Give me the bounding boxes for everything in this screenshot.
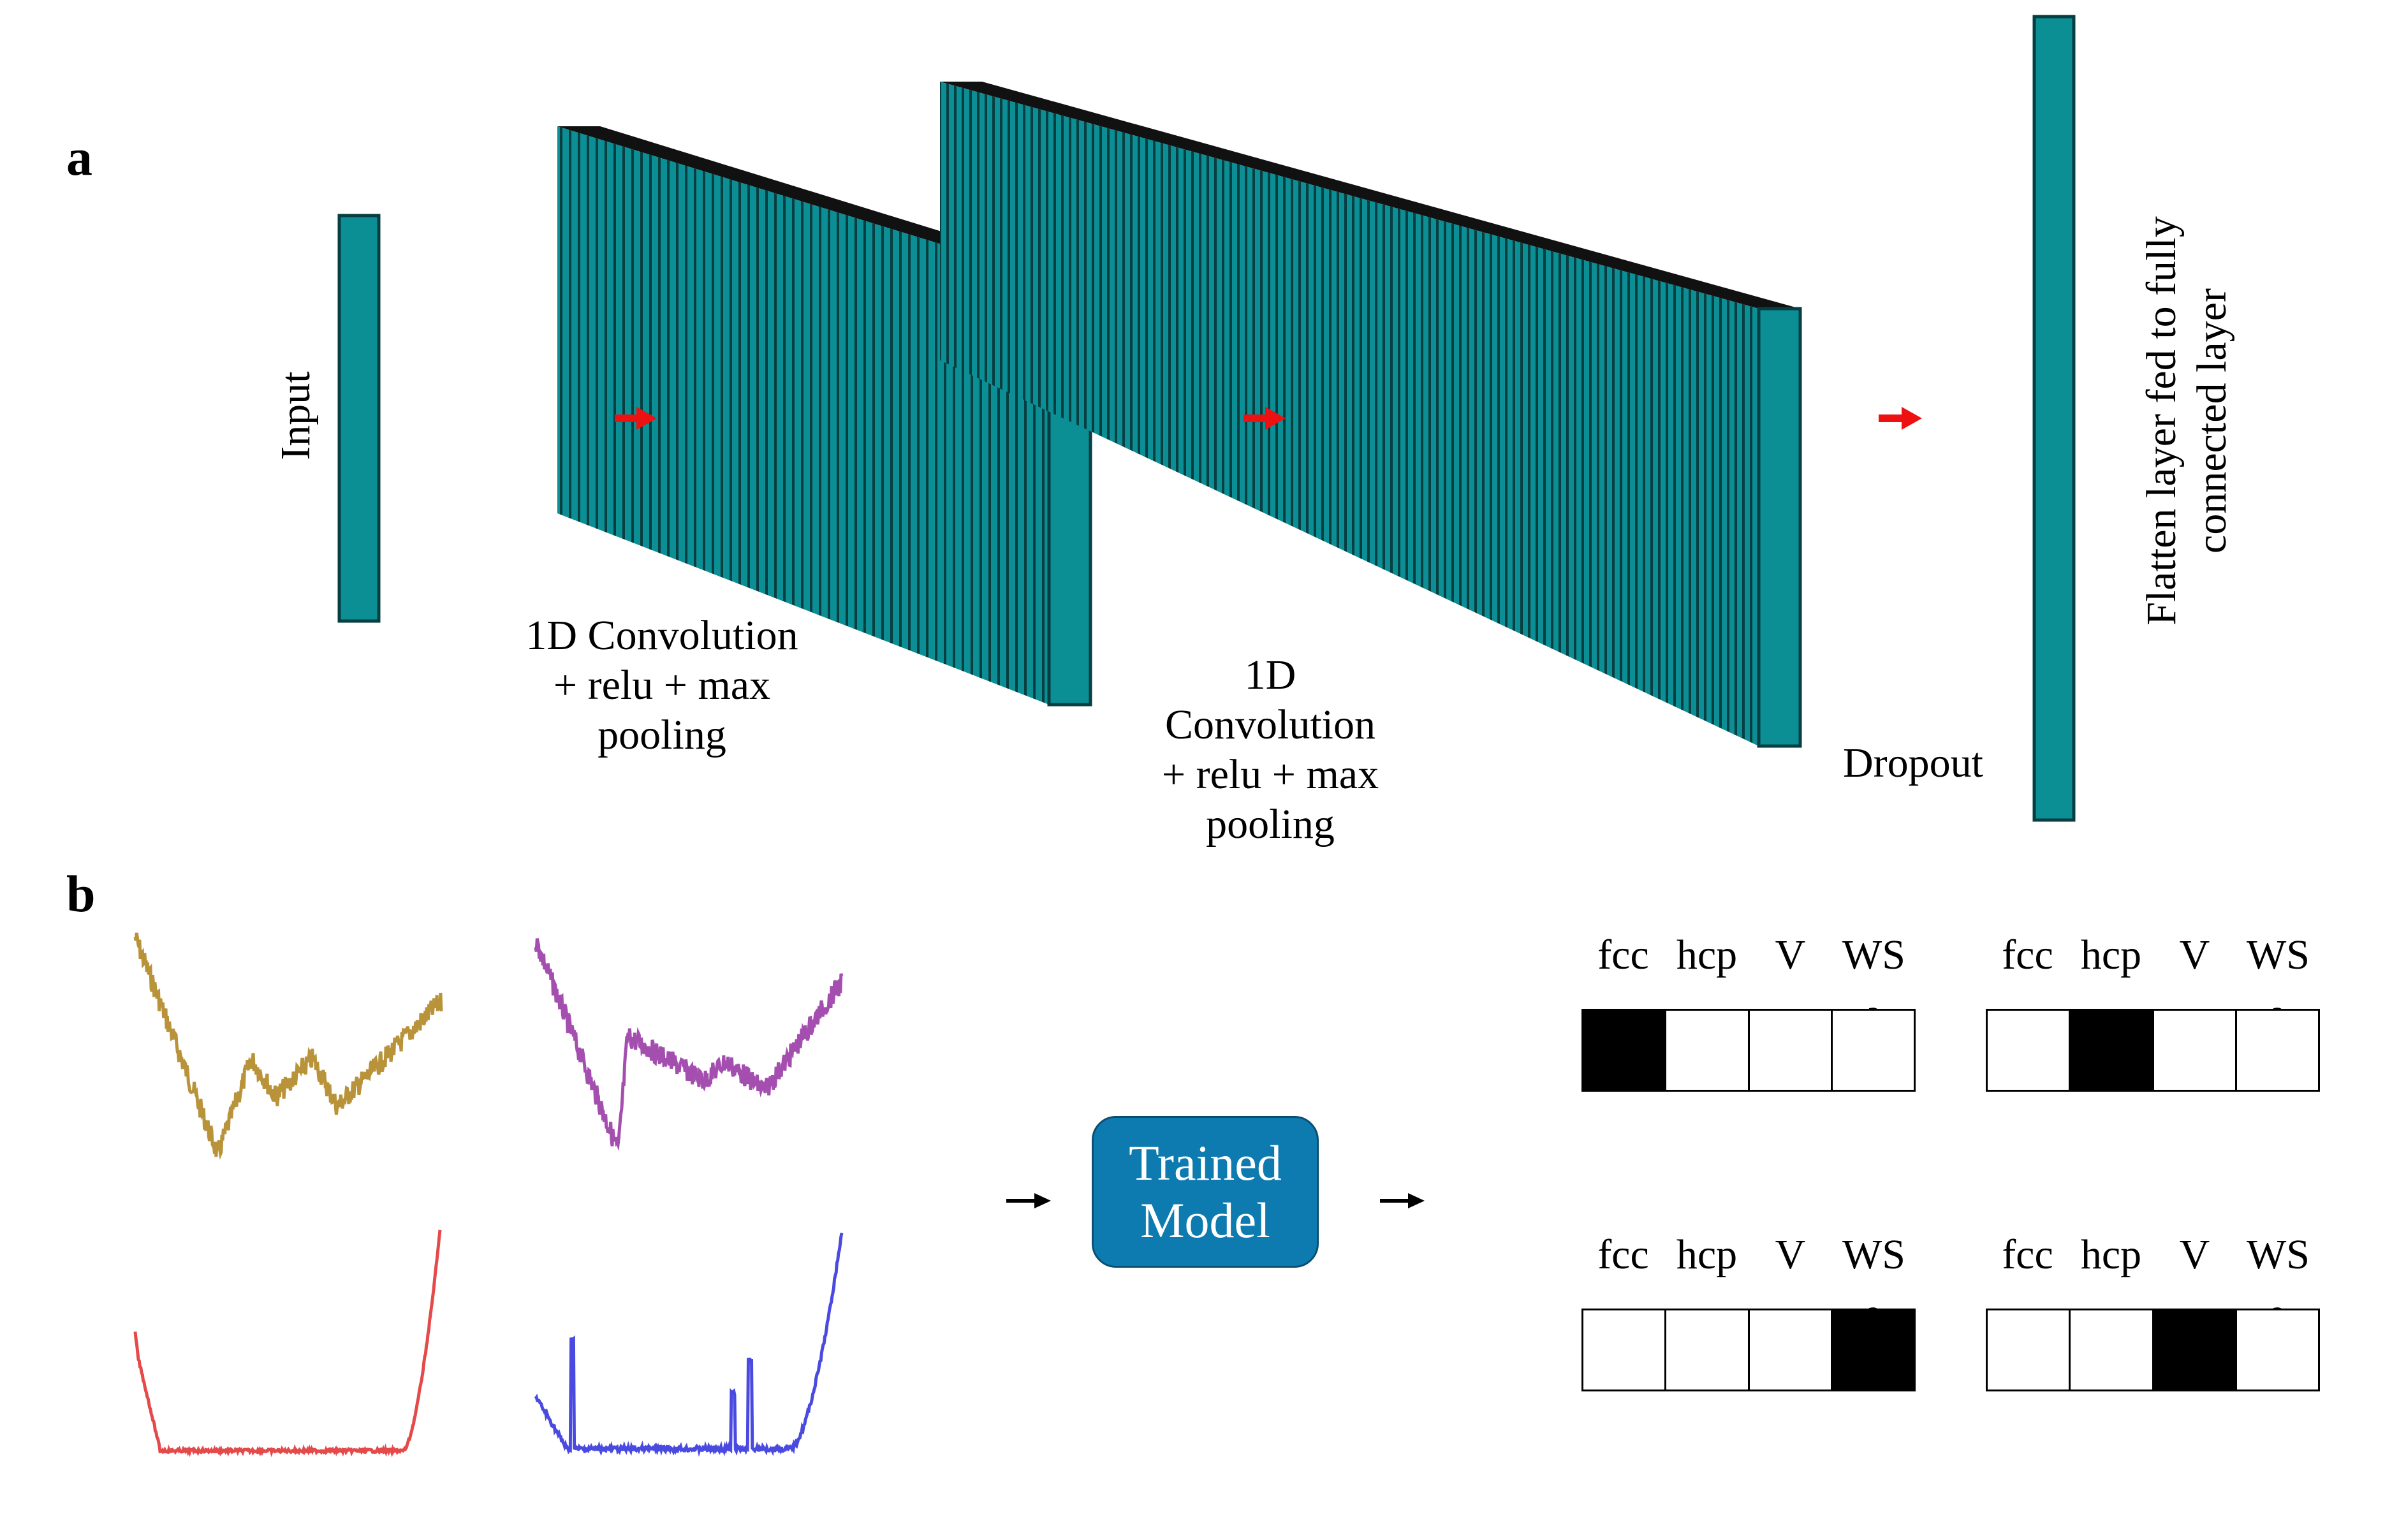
class-vector-4: fcc hcp Vs WS2 (1986, 1231, 2320, 1391)
model-label-line-1: Trained (1129, 1135, 1282, 1191)
trained-model-box: Trained Model (1092, 1116, 1319, 1268)
arrow-2-icon (1244, 407, 1286, 430)
class-label: WS2 (2247, 1231, 2310, 1329)
conv1-label: 1D Convolution + relu + max pooling (525, 612, 798, 758)
class-cell (1583, 1310, 1667, 1390)
class-label: WS2 (2247, 932, 2310, 1029)
class-cell (1832, 1310, 1914, 1390)
class-cell (1988, 1011, 2071, 1090)
spectrum-purple-curve (534, 938, 844, 1151)
class-cell (1988, 1310, 2071, 1390)
panel-b-letter: b (66, 865, 96, 923)
class-cell (1666, 1310, 1750, 1390)
class-label: hcp (1676, 932, 1738, 978)
class-label: Vs (2179, 932, 2210, 1029)
flatten-layer (2032, 15, 2076, 822)
class-cell (1583, 1011, 1667, 1090)
class-label: fcc (2002, 932, 2053, 978)
class-cell (1749, 1310, 1833, 1390)
class-label: WS2 (1842, 1231, 1905, 1329)
class-label: hcp (2080, 932, 2142, 978)
class-vector-3: fcc hcp Vs WS2 (1581, 1231, 1916, 1391)
class-cell (1832, 1011, 1914, 1090)
model-label-line-2: Model (1140, 1192, 1270, 1248)
input-label: Input (272, 371, 319, 460)
class-cell (2153, 1011, 2237, 1090)
class-label: Vs (2179, 1231, 2210, 1329)
class-label: Vs (1775, 932, 1806, 1029)
class-cell (1749, 1011, 1833, 1090)
panel-a-letter: a (66, 128, 92, 186)
class-vector-2: fcc hcp Vs WS2 (1986, 931, 2320, 1092)
class-label: fcc (2002, 1231, 2053, 1278)
spectrum-gold-curve (133, 932, 443, 1160)
class-label: WS2 (1842, 932, 1905, 1029)
class-label: hcp (1676, 1231, 1738, 1278)
class-label: fcc (1597, 1231, 1649, 1278)
arrow-from-model-icon (1380, 1193, 1425, 1208)
class-cell (2153, 1310, 2237, 1390)
class-cell (1666, 1011, 1750, 1090)
arrow-3-icon (1879, 407, 1922, 430)
class-cell (2071, 1310, 2154, 1390)
class-label: Vs (1775, 1231, 1806, 1329)
spectrum-blue-curve (534, 1233, 844, 1457)
arrow-1-icon (615, 407, 657, 430)
flatten-label: Flatten layer fed to fully connected lay… (2138, 216, 2236, 626)
class-vector-1: fcc hcp Vs WS2 (1581, 931, 1916, 1092)
dropout-label: Dropout (1843, 740, 1983, 786)
conv2-label: 1D Convolution + relu + max pooling (1161, 652, 1379, 847)
class-label: fcc (1597, 932, 1649, 978)
class-cell (2236, 1310, 2318, 1390)
arrow-to-model-icon (1006, 1193, 1051, 1208)
input-layer (337, 214, 381, 623)
class-label: hcp (2080, 1231, 2142, 1278)
class-cell (2236, 1011, 2318, 1090)
conv-layer-2 (940, 82, 1802, 748)
spectrum-red-curve (133, 1229, 442, 1458)
class-cell (2071, 1011, 2154, 1090)
